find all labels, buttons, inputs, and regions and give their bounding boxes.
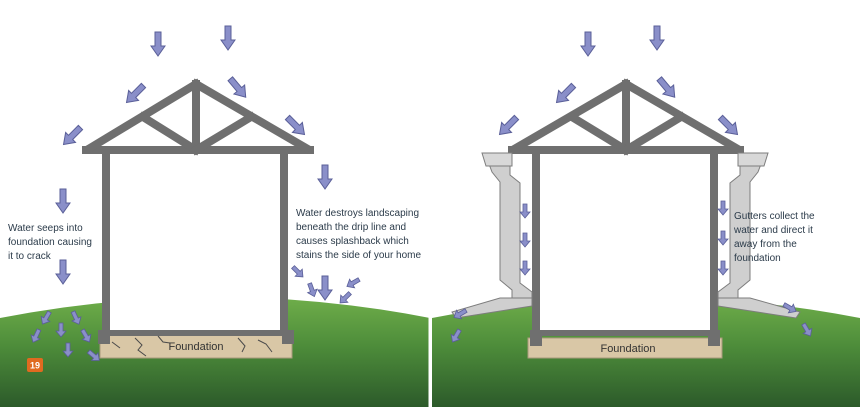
splash-arrow-icon bbox=[304, 281, 320, 299]
page-number-badge: 19 bbox=[27, 358, 43, 372]
page-number: 19 bbox=[30, 361, 40, 371]
splash-arrow-icon bbox=[336, 289, 354, 307]
rain-arrow-icon bbox=[580, 31, 596, 57]
rain-arrow-icon bbox=[150, 31, 166, 57]
rain-arrow-icon bbox=[317, 275, 333, 301]
rain-arrow-icon bbox=[653, 73, 681, 103]
rain-arrow-icon bbox=[224, 73, 252, 103]
caption-destroy-line: beneath the drip line and bbox=[296, 222, 406, 233]
caption-gutters: Gutters collect the water and direct it … bbox=[733, 211, 817, 264]
rain-arrow-icon bbox=[55, 188, 71, 214]
caption-gutters-line: away from the bbox=[734, 239, 797, 250]
splash-arrow-icon bbox=[344, 274, 362, 292]
rain-arrow-icon bbox=[649, 25, 665, 51]
foundation-label-right: Foundation bbox=[600, 343, 655, 355]
caption-gutters-line: foundation bbox=[734, 253, 781, 264]
roof-truss-right bbox=[508, 78, 744, 156]
rain-arrow-icon bbox=[121, 80, 149, 108]
caption-seep-line: Water seeps into bbox=[8, 223, 83, 234]
gutter-right bbox=[717, 152, 801, 319]
splash-arrow-icon bbox=[717, 260, 729, 276]
foundation-label-left: Foundation bbox=[168, 341, 223, 353]
rain-arrow-icon bbox=[494, 112, 522, 140]
caption-destroy-line: Water destroys landscaping bbox=[296, 208, 419, 219]
rain-arrow-icon bbox=[58, 122, 86, 150]
rain-arrow-icon bbox=[317, 164, 333, 190]
rain-arrow-icon bbox=[220, 25, 236, 51]
caption-gutters-line: water and direct it bbox=[733, 225, 813, 236]
foundation-left: Foundation bbox=[98, 330, 294, 359]
house-frame-right bbox=[532, 150, 718, 336]
foundation-cracks bbox=[111, 335, 273, 357]
splash-arrow-icon bbox=[519, 203, 531, 219]
caption-destroy-line: causes splashback which bbox=[296, 236, 409, 247]
house-frame-left bbox=[102, 150, 288, 336]
caption-seep: Water seeps into foundation causing it t… bbox=[8, 223, 95, 262]
foundation-right: Foundation bbox=[527, 330, 723, 359]
splash-arrow-icon bbox=[289, 263, 307, 281]
splash-arrow-icon bbox=[519, 232, 531, 248]
right-panel: Foundation bbox=[432, 25, 860, 407]
gutter-left bbox=[451, 152, 533, 319]
caption-destroy-line: stains the side of your home bbox=[296, 250, 422, 261]
rain-arrows-right bbox=[494, 25, 743, 140]
caption-destroy: Water destroys landscaping beneath the d… bbox=[296, 208, 422, 261]
rain-arrow-icon bbox=[551, 80, 579, 108]
rain-arrow-icon bbox=[55, 259, 71, 285]
splash-arrow-icon bbox=[717, 200, 729, 216]
gutter-downspout-icon bbox=[485, 155, 533, 299]
roof-truss-left bbox=[82, 78, 314, 156]
splash-arrow-icon bbox=[717, 230, 729, 246]
caption-seep-line: it to crack bbox=[8, 251, 52, 262]
splash-arrow-icon bbox=[519, 260, 531, 276]
caption-gutters-line: Gutters collect the bbox=[734, 211, 815, 222]
caption-seep-line: foundation causing bbox=[8, 237, 92, 248]
left-panel: Foundation bbox=[0, 25, 430, 407]
